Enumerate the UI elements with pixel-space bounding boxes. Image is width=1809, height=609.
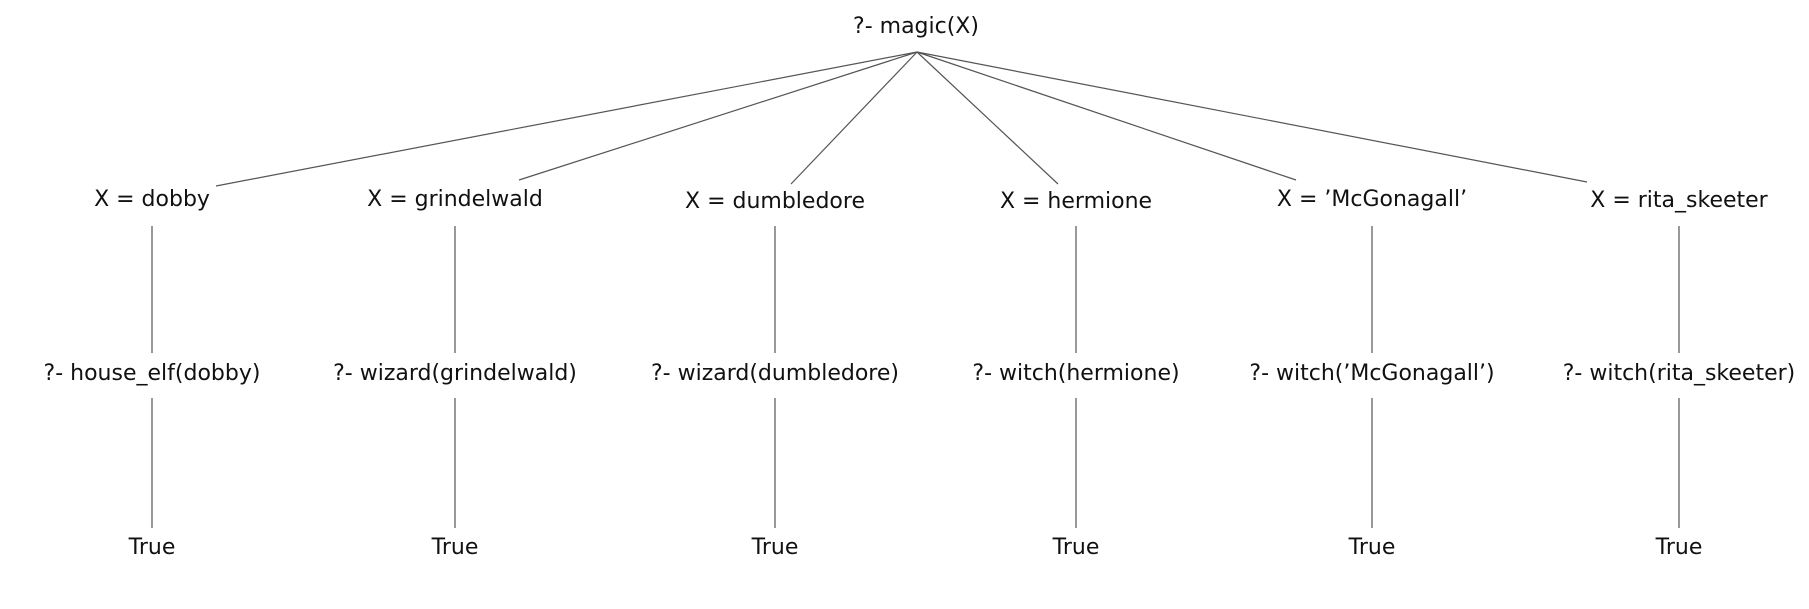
goal-node: ?- wizard(dumbledore) — [651, 361, 899, 386]
edge-root-branch-0 — [215, 51, 918, 187]
edge-root-branch-3 — [916, 51, 1059, 185]
goal-node: ?- witch(rita_skeeter) — [1563, 361, 1796, 386]
binding-node: X = dobby — [94, 187, 210, 212]
binding-node: X = ’McGonagall’ — [1277, 187, 1467, 212]
root-goal: ?- magic(X) — [853, 14, 979, 39]
goal-node: ?- witch(hermione) — [972, 361, 1179, 386]
goal-node: ?- wizard(grindelwald) — [333, 361, 577, 386]
result-node: True — [1655, 535, 1703, 560]
binding-node: X = grindelwald — [367, 187, 543, 212]
edge-root-branch-5 — [916, 51, 1588, 183]
binding-node: X = rita_skeeter — [1590, 188, 1768, 213]
edge-root-branch-4 — [916, 51, 1297, 181]
result-node: True — [128, 535, 176, 560]
binding-node: X = hermione — [1000, 189, 1152, 214]
result-node: True — [1052, 535, 1100, 560]
goal-node: ?- witch(’McGonagall’) — [1249, 361, 1494, 386]
edge-root-branch-1 — [518, 51, 918, 181]
result-node: True — [431, 535, 479, 560]
result-node: True — [1348, 535, 1396, 560]
goal-node: ?- house_elf(dobby) — [44, 361, 261, 386]
result-node: True — [751, 535, 799, 560]
edge-root-branch-2 — [790, 51, 918, 185]
binding-node: X = dumbledore — [685, 189, 865, 214]
